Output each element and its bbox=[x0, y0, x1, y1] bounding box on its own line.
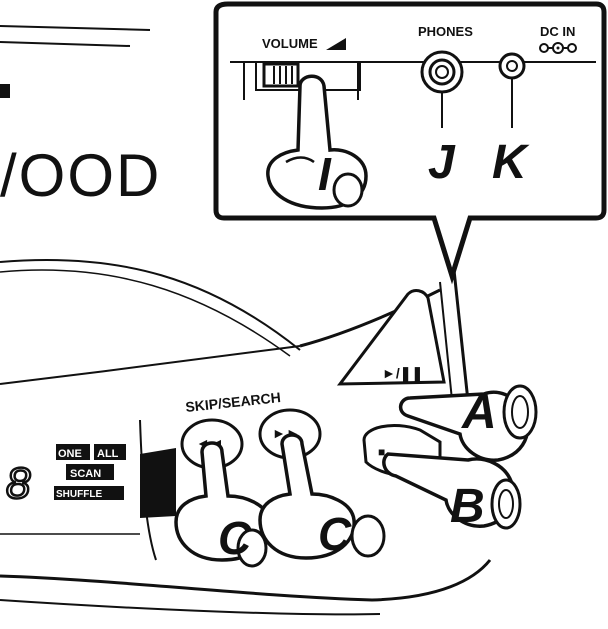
mode-one: ONE bbox=[58, 448, 82, 460]
hand-volume-icon bbox=[266, 74, 368, 210]
volume-ramp-icon bbox=[326, 38, 346, 50]
mode-all: ALL bbox=[97, 448, 119, 460]
display-digit: 8 bbox=[6, 459, 31, 508]
hand-skip-back-icon bbox=[174, 441, 272, 568]
marker-c-left: C bbox=[218, 512, 252, 564]
hand-skip-forward-icon bbox=[258, 433, 386, 560]
marker-j: J bbox=[428, 136, 456, 189]
player-body-outline bbox=[0, 258, 492, 616]
phones-label: PHONES bbox=[418, 24, 473, 39]
dc-polarity-icon bbox=[539, 42, 577, 54]
marker-b: B bbox=[450, 480, 485, 533]
top-left-lines bbox=[0, 25, 151, 98]
hand-play-icon bbox=[398, 384, 538, 462]
mode-shuffle: SHUFFLE bbox=[56, 489, 102, 500]
marker-a: A bbox=[461, 386, 497, 439]
display-panel: 8 ONE ALL SCAN SHUFFLE bbox=[5, 444, 176, 518]
callout-panel: VOLUME PHONES DC IN I J K bbox=[213, 1, 607, 285]
marker-k: K bbox=[492, 136, 530, 189]
skip-search-label: SKIP/SEARCH bbox=[185, 389, 282, 415]
play-pause-button[interactable]: ►/❚❚ bbox=[336, 289, 446, 386]
mode-scan: SCAN bbox=[70, 468, 101, 480]
display-dark-block bbox=[140, 448, 176, 518]
volume-label: VOLUME bbox=[262, 36, 318, 51]
marker-i: I bbox=[318, 148, 332, 200]
dcin-label: DC IN bbox=[540, 24, 575, 39]
marker-c-right: C bbox=[318, 508, 352, 560]
brand-text: /OOD bbox=[0, 142, 161, 209]
stop-symbol: ■ bbox=[378, 445, 385, 459]
play-pause-symbol: ►/❚❚ bbox=[382, 365, 423, 382]
hand-stop-icon bbox=[382, 452, 522, 530]
